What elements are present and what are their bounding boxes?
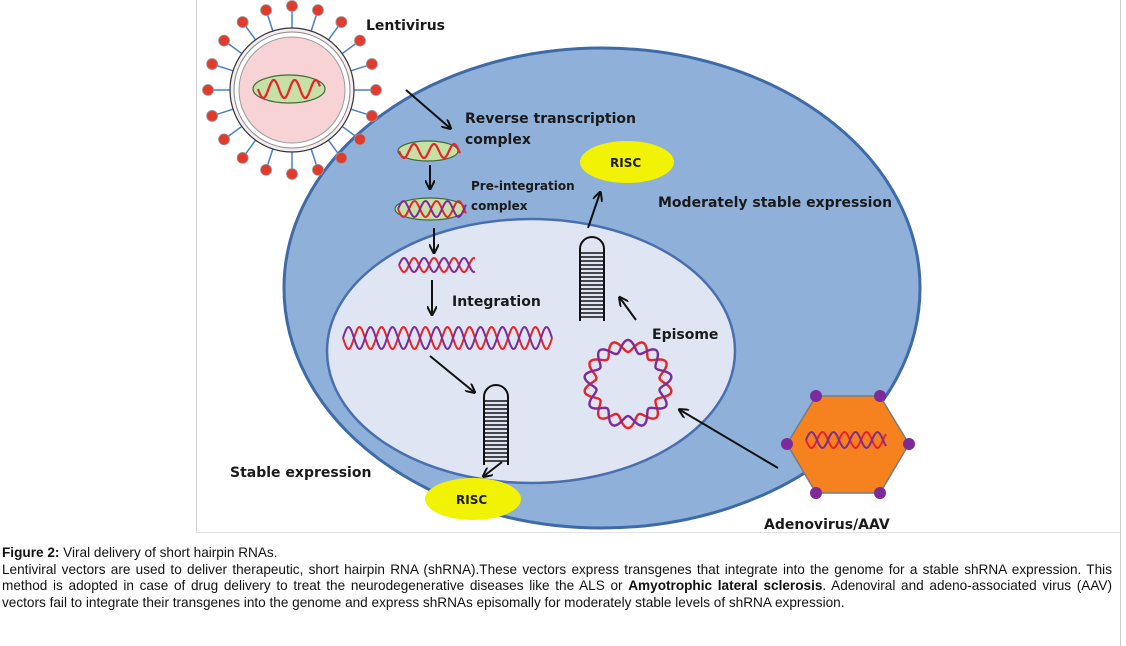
figure-frame-bottom [196,532,1121,533]
figure-frame-right [1120,0,1121,646]
reverse-transcription-complex [397,140,462,162]
adenovirus-particle [781,390,915,499]
caption-body-part2: . Adenoviral and adeno-associated virus … [2,578,1112,610]
shrna-hairpin-cytoplasm [579,236,605,321]
episome-circle [583,338,673,430]
label-reverse-transcription-complex: complex [465,132,531,148]
arrow-to-risc-top [587,193,600,229]
lentivirus-rna [256,78,322,100]
label-risc-top: RISC [610,156,641,170]
label-adenovirus-aav: Adenovirus/AAV [764,517,890,533]
caption-figure-number: Figure 2: [2,545,60,560]
arrow-episome-to-shrna [620,298,637,321]
label-stable-expression: Stable expression [230,465,371,481]
label-reverse-transcription: Reverse transcription [465,111,636,127]
label-lentivirus: Lentivirus [366,18,445,34]
label-integration: Integration [452,294,541,310]
label-pre-integration-complex: complex [471,199,528,213]
pre-integration-complex [394,197,467,221]
nucleus [325,217,737,485]
label-episome: Episome [652,327,718,343]
lentivirus-spikes [202,0,382,180]
arrow-adenovirus-entry [680,410,779,469]
caption-title-text: Viral delivery of short hairpin RNAs. [59,545,278,560]
label-pre-integration: Pre-integration [471,179,575,193]
risc-bottom [425,478,521,520]
figure-caption: Figure 2: Viral delivery of short hairpi… [2,545,1112,611]
caption-title: Figure 2: Viral delivery of short hairpi… [2,545,1112,562]
arrow-to-shrna [429,355,474,392]
dsdna-short [398,256,476,274]
figure-panel: Lentivirus Reverse transcription complex… [196,0,1121,646]
integrated-genome-dna [342,326,553,350]
caption-body-bold: Amyotrophic lateral sclerosis [628,578,823,593]
label-risc-bottom: RISC [456,493,487,507]
risc-top [580,141,674,183]
lentivirus-particle [229,27,355,153]
label-moderately-stable-expression: Moderately stable expression [658,195,892,211]
arrow-entry [405,89,450,128]
shrna-hairpin-nucleus [483,384,509,465]
arrow-to-risc-bottom [484,461,503,476]
figure-frame-left [196,0,197,532]
caption-body-part1: Lentiviral vectors are used to deliver t… [2,561,1112,594]
viral-delivery-diagram: Lentivirus Reverse transcription complex… [202,0,922,533]
